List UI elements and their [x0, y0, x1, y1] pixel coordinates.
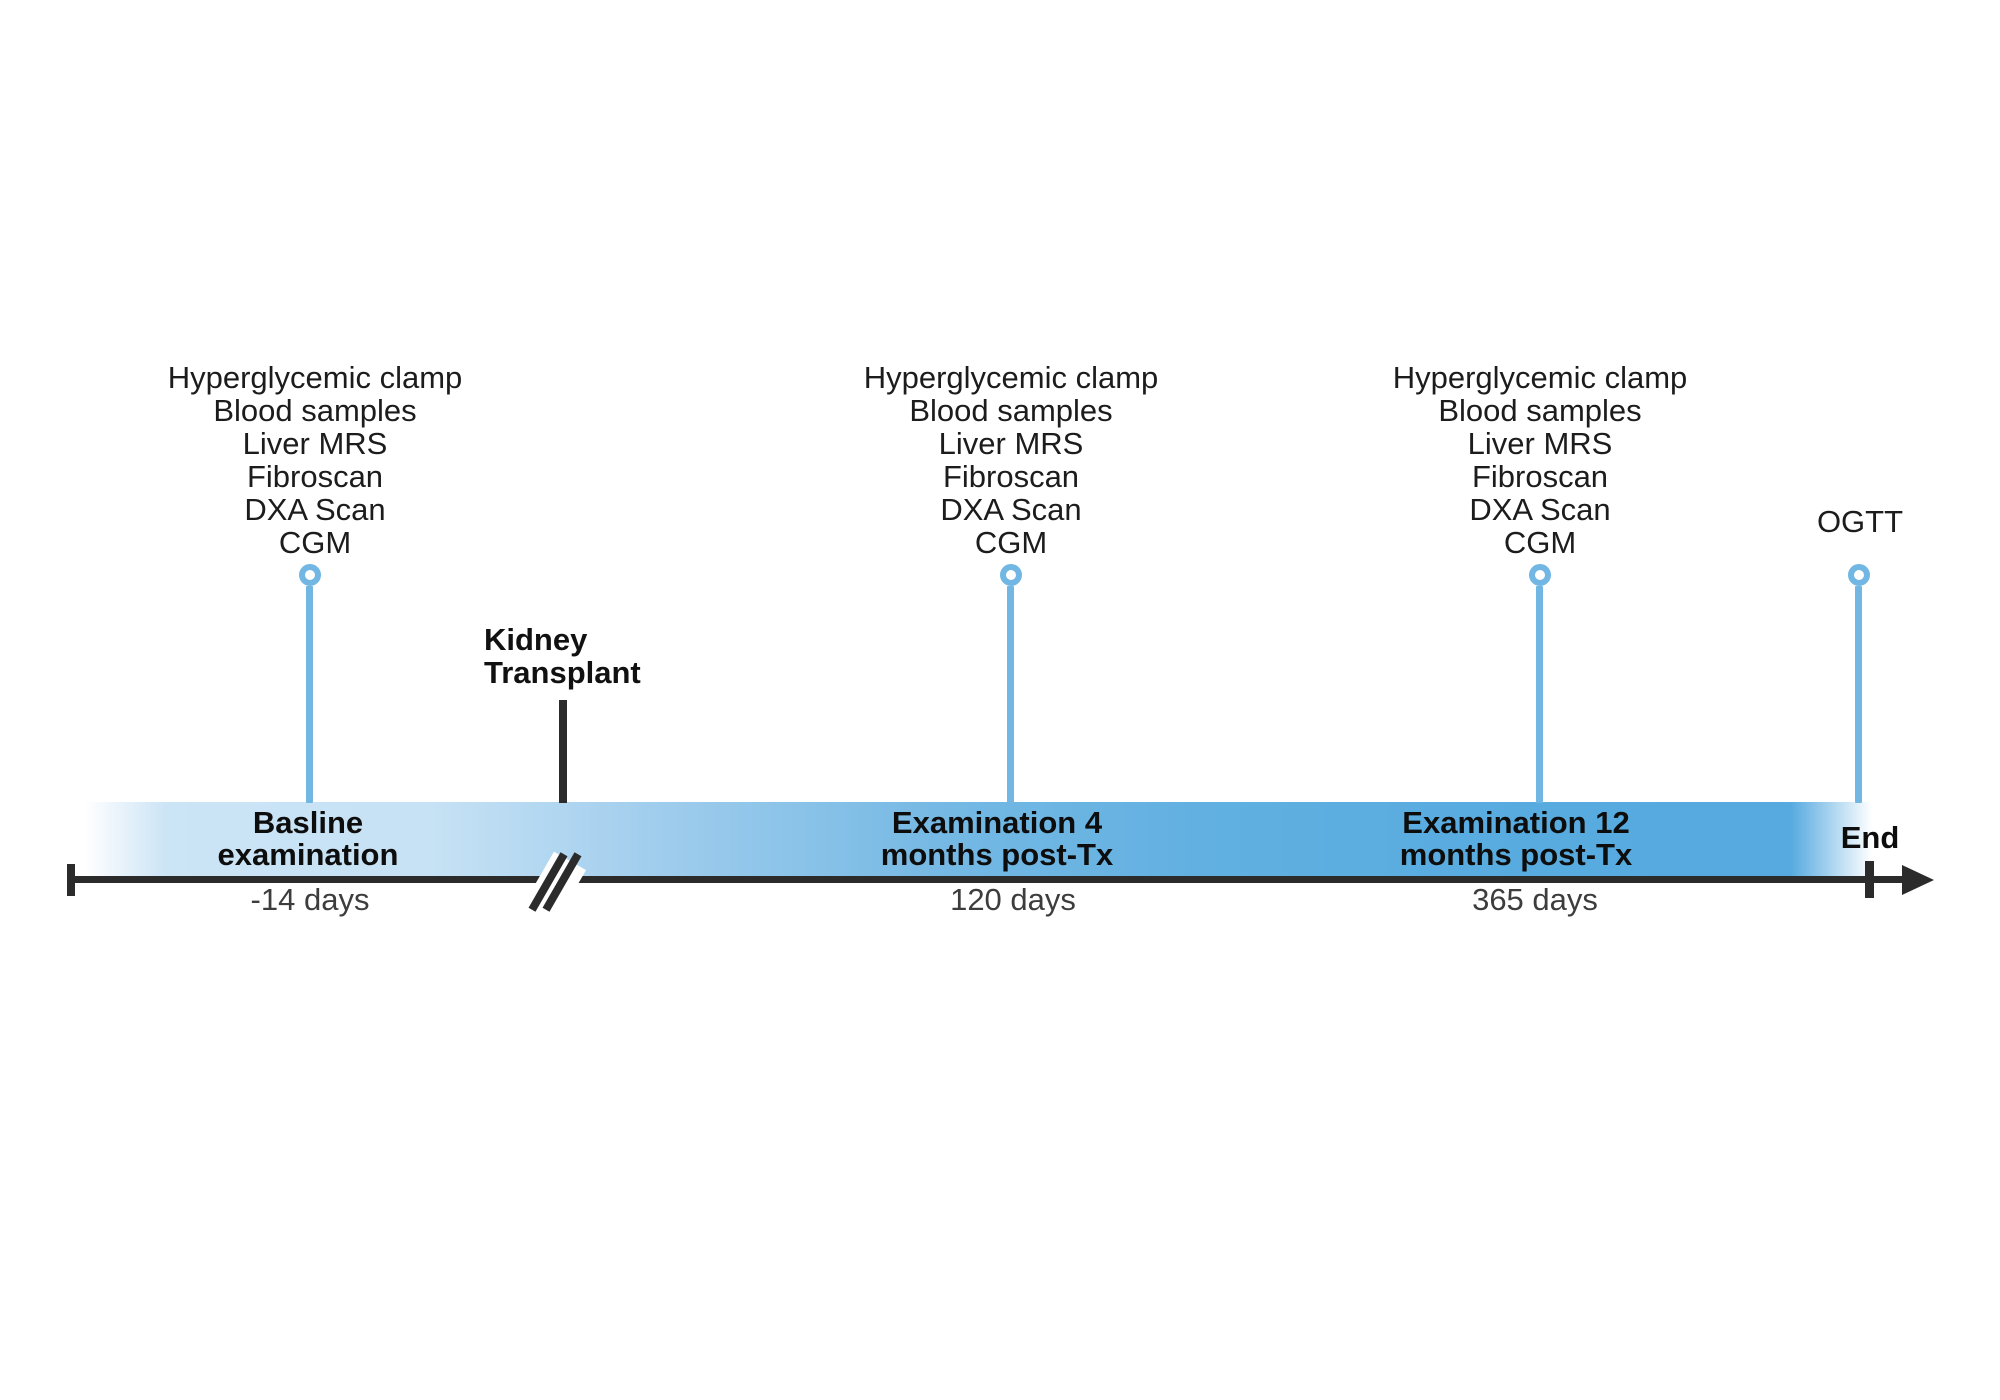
procedure-list-baseline: Hyperglycemic clamp Blood samples Liver …	[135, 361, 495, 559]
transplant-tick	[559, 700, 567, 803]
procedure-item: Blood samples	[909, 393, 1113, 428]
timeline-bar	[85, 802, 1890, 876]
baseline-exam-label-line2: examination	[217, 837, 399, 872]
ogtt-label: OGTT	[1816, 504, 1904, 539]
marker-circle-ogtt	[1848, 564, 1870, 586]
exam4-label-line2: months post-Tx	[880, 837, 1114, 872]
baseline-exam-label-line1: Basline	[252, 805, 364, 840]
procedure-item: Blood samples	[1438, 393, 1642, 428]
procedure-item: Blood samples	[213, 393, 417, 428]
day-label-exam12: 365 days	[1472, 882, 1598, 917]
marker-stem-exam4	[1007, 586, 1014, 803]
marker-circle-baseline	[299, 564, 321, 586]
exam4-label-line1: Examination 4	[891, 805, 1103, 840]
exam12-label: Examination 12 months post-Tx	[1336, 807, 1696, 871]
axis-start-tick	[67, 864, 75, 896]
transplant-label-line2: Transplant	[484, 655, 641, 690]
procedure-item: CGM	[278, 525, 352, 560]
exam12-label-line2: months post-Tx	[1399, 837, 1633, 872]
procedure-item: CGM	[1503, 525, 1577, 560]
procedure-item: DXA Scan	[940, 492, 1082, 527]
procedure-item: Hyperglycemic clamp	[863, 360, 1159, 395]
end-label: End	[1840, 820, 1900, 855]
transplant-label-line1: Kidney	[484, 622, 588, 657]
transplant-label: Kidney Transplant	[484, 623, 641, 689]
axis-end-tick	[1865, 861, 1874, 898]
procedure-item: Liver MRS	[242, 426, 388, 461]
procedure-item: Hyperglycemic clamp	[167, 360, 463, 395]
timeline-axis	[68, 876, 1912, 883]
marker-circle-exam4	[1000, 564, 1022, 586]
day-label-baseline: -14 days	[250, 882, 370, 917]
marker-stem-exam12	[1536, 586, 1543, 803]
marker-circle-exam12	[1529, 564, 1551, 586]
procedure-item: CGM	[974, 525, 1048, 560]
baseline-exam-label: Basline examination	[128, 807, 488, 871]
exam12-label-line1: Examination 12	[1402, 805, 1630, 840]
procedure-list-exam12: Hyperglycemic clamp Blood samples Liver …	[1360, 361, 1720, 559]
procedure-item: Hyperglycemic clamp	[1392, 360, 1688, 395]
procedure-item: Liver MRS	[1467, 426, 1613, 461]
day-label-exam4: 120 days	[950, 882, 1076, 917]
exam4-label: Examination 4 months post-Tx	[817, 807, 1177, 871]
procedure-item: Fibroscan	[246, 459, 384, 494]
procedure-item: Fibroscan	[942, 459, 1080, 494]
marker-stem-baseline	[306, 586, 313, 803]
procedure-item: DXA Scan	[244, 492, 386, 527]
procedure-item: DXA Scan	[1469, 492, 1611, 527]
procedure-list-exam4: Hyperglycemic clamp Blood samples Liver …	[831, 361, 1191, 559]
procedure-item: Liver MRS	[938, 426, 1084, 461]
marker-stem-ogtt	[1855, 586, 1862, 803]
axis-arrowhead-icon	[1902, 865, 1934, 895]
procedure-item: Fibroscan	[1471, 459, 1609, 494]
